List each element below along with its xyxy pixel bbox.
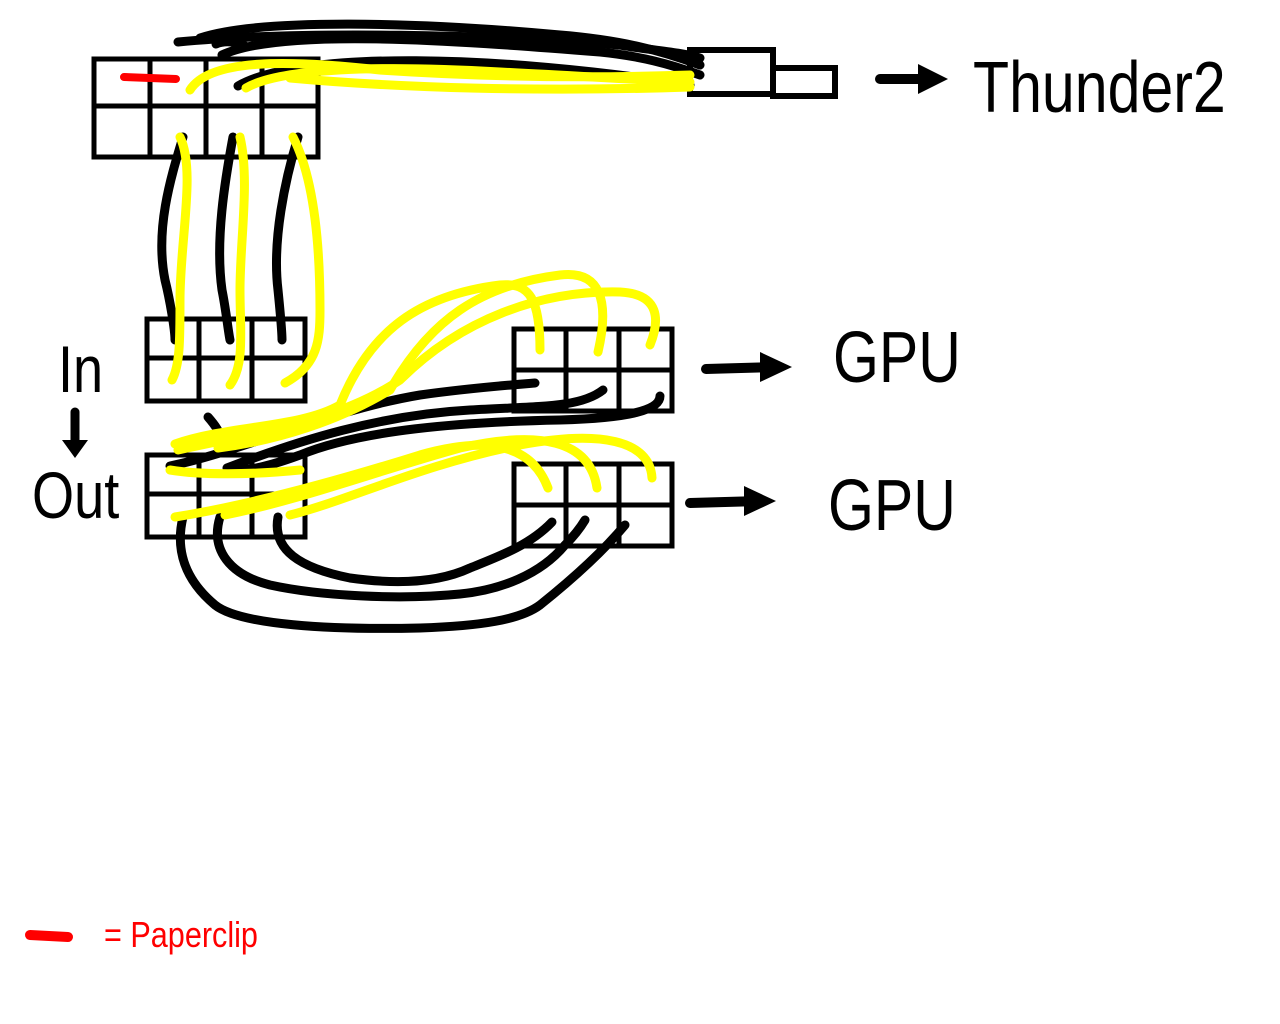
gpu-top-label: GPU (833, 318, 961, 398)
yellow-wires (165, 59, 695, 522)
arrow-in-to-out-icon (62, 407, 88, 458)
out-label: Out (32, 458, 120, 532)
legend-text: = Paperclip (104, 914, 258, 955)
arrow-to-gpu-top-icon (701, 352, 792, 382)
arrow-to-thunder2-icon (875, 64, 948, 94)
thunder2-label: Thunder2 (973, 48, 1226, 128)
paperclip-mark (120, 73, 180, 83)
arrow-to-gpu-bottom-icon (685, 486, 776, 516)
legend-paperclip-swatch (25, 930, 73, 942)
in-label: In (58, 332, 104, 406)
gpu-top-connector (511, 326, 675, 414)
thunder2-plug (687, 47, 838, 99)
gpu-bottom-label: GPU (828, 466, 956, 546)
